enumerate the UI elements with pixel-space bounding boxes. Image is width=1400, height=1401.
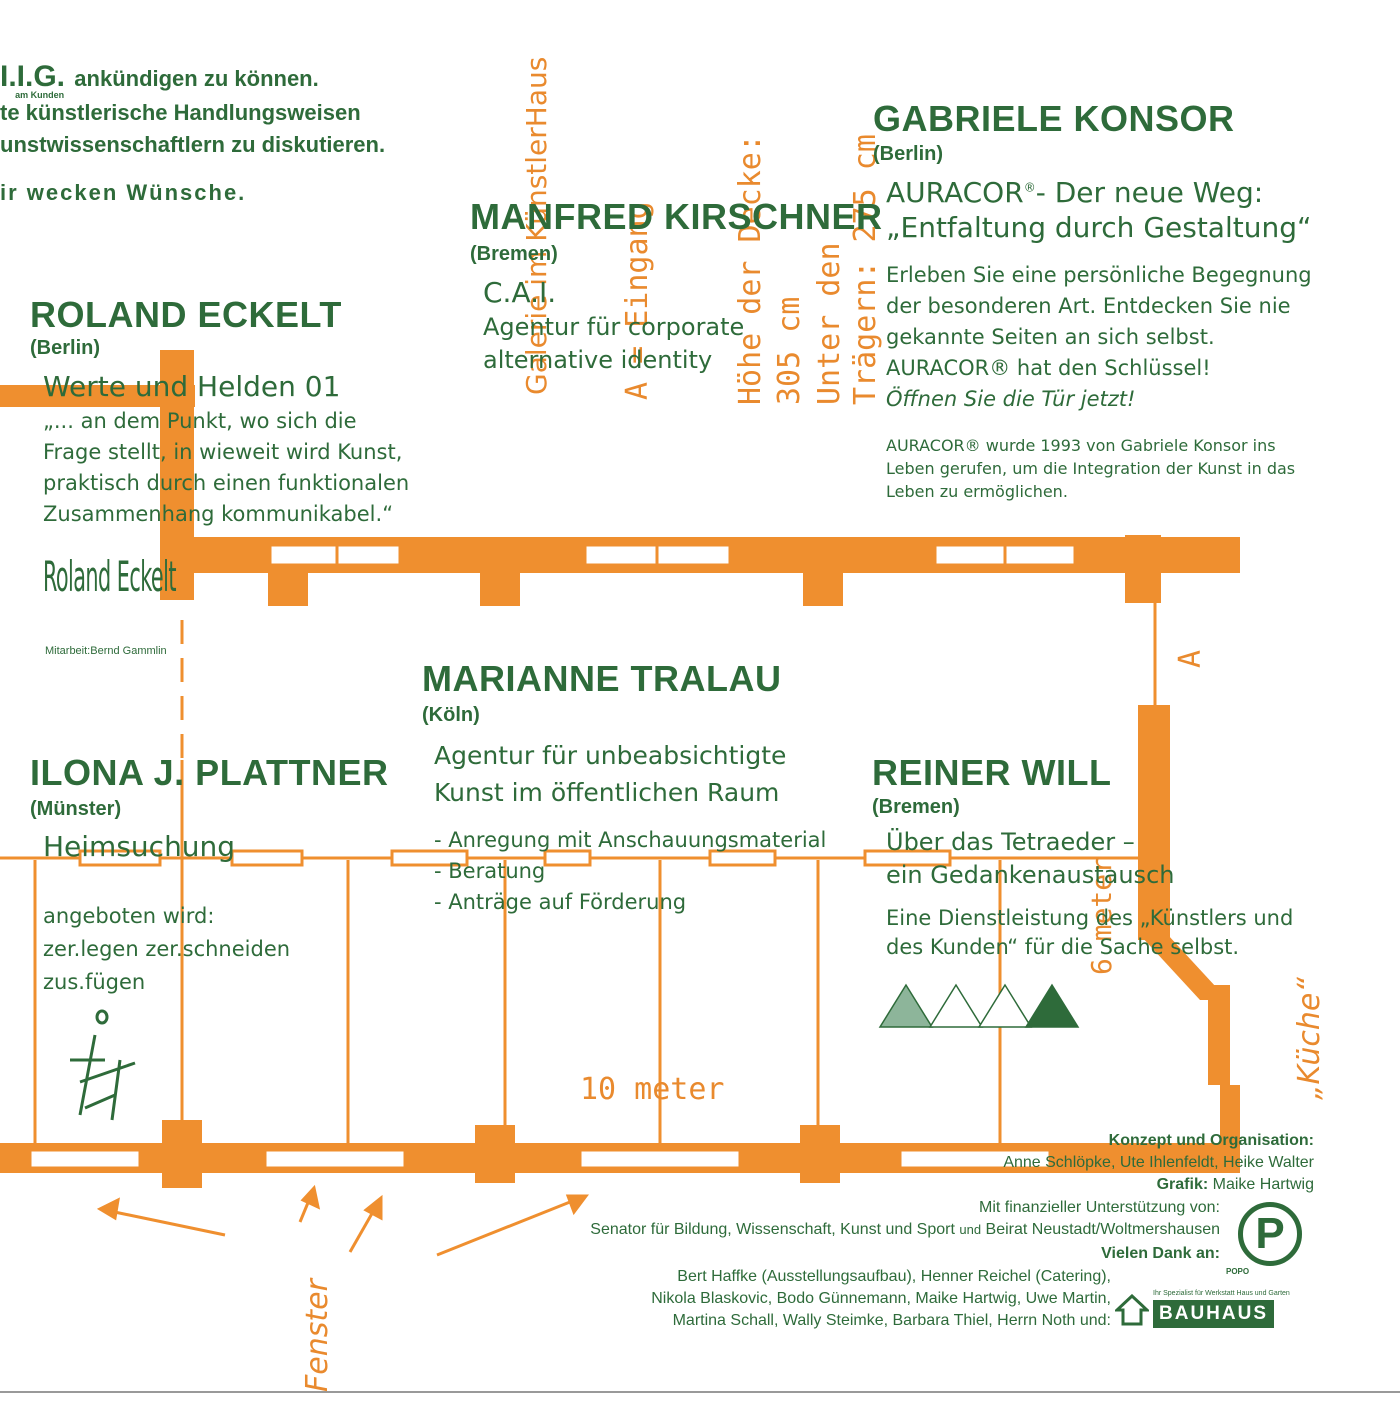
popo-name: POPO <box>1226 1267 1250 1276</box>
eckelt-text-line: Frage stellt, in wieweit wird Kunst, <box>43 440 403 464</box>
plattner-title: Heimsuchung <box>43 830 236 863</box>
tralau-title-line: Agentur für unbeabsichtigte <box>434 741 787 770</box>
support-und: und <box>959 1222 982 1237</box>
tralau-city: (Köln) <box>422 704 480 726</box>
kirschner-name: MANFRED KIRSCHNER <box>470 196 883 237</box>
tralau-title: Agentur für unbeabsichtigte Kunst im öff… <box>434 737 786 811</box>
label-traeger: Trägern: 275 cm <box>848 134 883 405</box>
thanks-line-1: Bert Haffke (Ausstellungsaufbau), Henner… <box>677 1268 1111 1285</box>
support-names: Senator für Bildung, Wissenschaft, Kunst… <box>590 1221 955 1238</box>
label-10-meter: 10 meter <box>580 1072 725 1107</box>
konsor-text-line: Erleben Sie eine persönliche Begegnung <box>886 263 1312 287</box>
konsor-text-italic: Öffnen Sie die Tür jetzt! <box>886 387 1136 411</box>
eckelt-signature: Roland Eckelt <box>43 552 176 601</box>
kirschner-city: (Bremen) <box>470 243 558 265</box>
tralau-list-item: - Anträge auf Förderung <box>434 890 687 914</box>
konsor-title-2: „Entfaltung durch Gestaltung“ <box>886 211 1312 244</box>
eckelt-credit: Mitarbeit:Bernd Gammlin <box>45 645 167 657</box>
will-title: Über das Tetraeder – ein Gedankenaustaus… <box>886 826 1174 892</box>
konsor-text-line: der besonderen Art. Entdecken Sie nie <box>886 294 1291 318</box>
konsor-name: GABRIELE KONSOR <box>873 98 1235 139</box>
plattner-text: angeboten wird: zer.legen zer.schneiden … <box>43 900 290 999</box>
konsor-title-rest: - Der neue Weg: <box>1035 176 1264 209</box>
will-text-line: des Kunden“ für die Sache selbst. <box>886 935 1240 959</box>
tralau-list: - Anregung mit Anschauungsmaterial - Ber… <box>434 825 826 918</box>
intro-line-3: unstwissenschaftlern zu diskutieren. <box>0 132 386 157</box>
eckelt-text-line: Zusammenhang kommunikabel.“ <box>43 502 394 526</box>
konzept-label: Konzept und Organisation: <box>1108 1132 1314 1149</box>
konsor-small-line: Leben zu ermöglichen. <box>886 482 1068 501</box>
eckelt-text-line: „... an dem Punkt, wo sich die <box>43 409 357 433</box>
support-block: Mit finanzieller Unterstützung von: Sena… <box>460 1197 1220 1265</box>
kirschner-text-line: Agentur für corporate <box>483 313 745 341</box>
konsor-small: AURACOR® wurde 1993 von Gabriele Konsor … <box>886 434 1295 503</box>
konzept-names: Anne Schlöpke, Ute Ihlenfeldt, Heike Wal… <box>1003 1154 1314 1171</box>
eckelt-city: (Berlin) <box>30 337 100 359</box>
intro-line-2: te künstlerische Handlungsweisen <box>0 100 361 125</box>
kirschner-text-line: alternative identity <box>483 346 713 374</box>
iig-logo-sub: am Kunden <box>15 90 65 100</box>
thanks-line-3: Martina Schall, Wally Steimke, Barbara T… <box>672 1312 1111 1329</box>
will-text-line: Eine Dienstleistung des „Künstlers und <box>886 906 1294 930</box>
will-title-line: Über das Tetraeder – <box>886 828 1135 856</box>
tralau-list-item: - Beratung <box>434 859 546 883</box>
plattner-text-line: angeboten wird: <box>43 904 215 928</box>
will-title-line: ein Gedankenaustausch <box>886 861 1175 889</box>
plattner-name: ILONA J. PLATTNER <box>30 752 389 793</box>
credits-block: Konzept und Organisation: Anne Schlöpke,… <box>714 1130 1314 1196</box>
house-icon <box>1115 1294 1149 1326</box>
thanks-block: Bert Haffke (Ausstellungsaufbau), Henner… <box>411 1266 1111 1332</box>
support-label: Mit finanzieller Unterstützung von: <box>979 1199 1220 1216</box>
support-names-2: Beirat Neustadt/Woltmershausen <box>985 1221 1220 1238</box>
will-name: REINER WILL <box>872 752 1112 793</box>
label-unter: Unter den <box>812 242 847 405</box>
eckelt-text-line: praktisch durch einen funktionalen <box>43 471 410 495</box>
plattner-text-line: zus.fügen <box>43 970 146 994</box>
konsor-city: (Berlin) <box>873 143 943 165</box>
intro-line-1: ankündigen zu können. <box>74 66 319 91</box>
konsor-text-line: gekannte Seiten an sich selbst. <box>886 325 1215 349</box>
will-text: Eine Dienstleistung des „Künstlers und d… <box>886 904 1293 962</box>
auracor-label: AURACOR <box>886 176 1024 209</box>
tralau-name: MARIANNE TRALAU <box>422 658 782 699</box>
konsor-small-line: Leben gerufen, um die Integration der Ku… <box>886 459 1296 478</box>
grafik-name: Maike Hartwig <box>1212 1176 1314 1193</box>
bauhaus-tagline: Ihr Spezialist für Werkstatt Haus und Ga… <box>1153 1290 1290 1297</box>
iig-logo: I.I.G. <box>0 60 66 93</box>
eckelt-name: ROLAND ECKELT <box>30 294 342 335</box>
bauhaus-name: BAUHAUS <box>1153 1300 1274 1328</box>
tralau-title-line: Kunst im öffentlichen Raum <box>434 778 780 807</box>
label-hoehe-value: 305 cm <box>772 296 807 405</box>
intro-block: I.I.G. am Kunden ankündigen zu können. t… <box>0 60 385 206</box>
plattner-signature <box>70 1009 136 1121</box>
kirschner-text: Agentur für corporate alternative identi… <box>483 311 744 377</box>
eckelt-text: „... an dem Punkt, wo sich die Frage ste… <box>43 406 423 530</box>
label-a-mark: A <box>1173 649 1208 668</box>
will-city: (Bremen) <box>872 796 960 818</box>
popo-logo: P POPO <box>1226 1202 1308 1276</box>
tralau-list-item: - Anregung mit Anschauungsmaterial <box>434 828 827 852</box>
label-fenster: Fenster <box>300 1279 335 1392</box>
bauhaus-logo: Ihr Spezialist für Werkstatt Haus und Ga… <box>1115 1290 1320 1330</box>
intro-line-4: ir wecken Wünsche. <box>0 180 247 205</box>
tetraeder-icons <box>878 983 1080 1028</box>
plattner-city: (Münster) <box>30 798 122 820</box>
popo-letter: P <box>1255 1209 1285 1258</box>
kirschner-title: C.A.I. <box>483 276 557 309</box>
plattner-text-line: zer.legen zer.schneiden <box>43 937 291 961</box>
grafik-label: Grafik: <box>1156 1176 1209 1193</box>
konsor-text-line: AURACOR® hat den Schlüssel! <box>886 356 1211 380</box>
eckelt-title: Werte und Helden 01 <box>43 370 341 403</box>
konsor-title-1: AURACOR®- Der neue Weg: <box>886 176 1264 209</box>
thanks-line-2: Nikola Blaskovic, Bodo Günnemann, Maike … <box>651 1290 1111 1307</box>
thanks-label: Vielen Dank an: <box>1101 1245 1220 1262</box>
konsor-text: Erleben Sie eine persönliche Begegnung d… <box>886 260 1312 415</box>
label-kueche: „Küche“ <box>1292 977 1327 1100</box>
konsor-small-line: AURACOR® wurde 1993 von Gabriele Konsor … <box>886 436 1276 455</box>
